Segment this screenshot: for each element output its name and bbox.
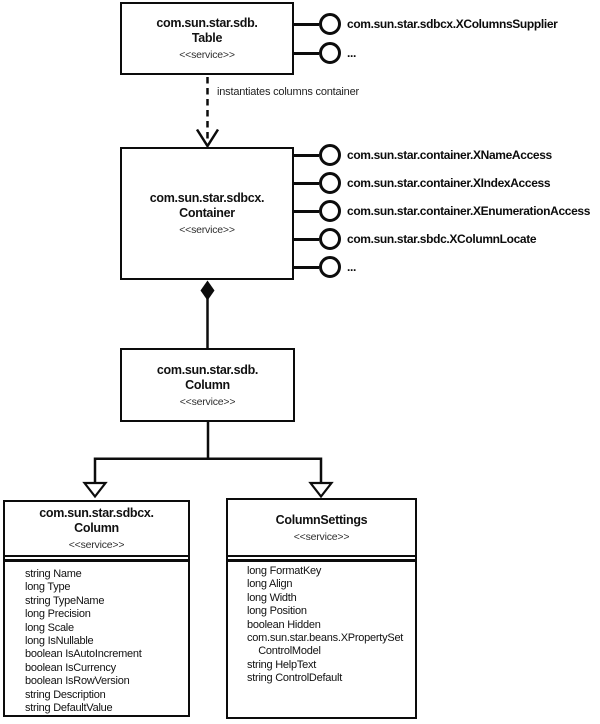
interface-lollipop-icon — [319, 228, 341, 250]
interface-label: ... — [347, 260, 356, 274]
attribute-line: string ControlDefault — [247, 672, 343, 685]
sdbcx-column-attributes: string Name long Type string TypeName lo… — [5, 559, 188, 715]
interface-lollipop-icon — [319, 172, 341, 194]
interface-stub-line — [293, 153, 319, 157]
attribute-line: ControlModel — [247, 645, 321, 658]
attribute-line: long Type — [25, 581, 71, 594]
attribute-line: boolean IsCurrency — [25, 661, 116, 674]
attribute-line: string Name — [25, 568, 82, 580]
interface-stub-line — [293, 181, 319, 185]
interface-label: com.sun.star.sdbcx.XColumnsSupplier — [347, 17, 558, 31]
table-box-title-line1: com.sun.star.sdb. — [156, 16, 258, 30]
sdbcx-column-stereotype: <<service>> — [68, 539, 125, 551]
attribute-line: long FormatKey — [247, 565, 322, 577]
interface-stub-line — [293, 22, 319, 26]
column-box-title-line2: Column — [185, 377, 230, 392]
interface-label: com.sun.star.container.XNameAccess — [347, 148, 552, 162]
attribute-line: boolean Hidden — [247, 618, 321, 631]
attribute-line: boolean IsAutoIncrement — [25, 648, 142, 661]
column-service-box: com.sun.star.sdb. Column <<service>> — [120, 348, 295, 422]
interface-lollipop-icon — [319, 256, 341, 278]
generalization-branch-lines — [93, 422, 323, 483]
column-settings-class-box: ColumnSettings <<service>> long FormatKe… — [226, 498, 417, 719]
interface-label: com.sun.star.container.XIndexAccess — [347, 176, 551, 190]
container-box-stereotype: <<service>> — [179, 224, 235, 236]
attribute-line: long Width — [247, 591, 297, 604]
attribute-line: long IsNullable — [25, 635, 94, 648]
sdbcx-column-title-line2: Column — [74, 521, 119, 535]
sdbcx-column-header: com.sun.star.sdbcx. Column <<service>> — [5, 502, 188, 557]
sdbcx-column-title-line1: com.sun.star.sdbcx. — [39, 506, 154, 520]
interface-lollipop-icon — [319, 42, 341, 64]
attribute-line: long Position — [247, 605, 307, 618]
column-settings-attributes: long FormatKey long Align long Width lon… — [228, 559, 415, 686]
interface-stub-line — [293, 265, 319, 269]
table-box-title-line2: Table — [191, 31, 223, 45]
attribute-line: string TypeName — [25, 594, 105, 607]
attribute-line: long Precision — [25, 608, 91, 621]
attribute-line: boolean IsRowVersion — [25, 675, 130, 688]
generalization-arrow-left-icon — [82, 481, 108, 499]
interface-row-container-ellipsis: ... — [293, 255, 356, 279]
interface-row-xnameaccess: com.sun.star.container.XNameAccess — [293, 143, 552, 167]
column-settings-title: ColumnSettings — [275, 512, 368, 527]
interface-stub-line — [293, 237, 319, 241]
interface-row-xindexaccess: com.sun.star.container.XIndexAccess — [293, 171, 551, 195]
column-settings-header: ColumnSettings <<service>> — [228, 500, 415, 557]
interface-lollipop-icon — [319, 13, 341, 35]
attribute-line: long Scale — [25, 621, 74, 634]
container-box-title-line1: com.sun.star.sdbcx. — [149, 191, 265, 205]
dependency-open-arrowhead-icon — [195, 128, 220, 149]
table-box-stereotype: <<service>> — [179, 49, 235, 61]
dependency-label: instantiates columns container — [217, 86, 359, 98]
interface-row-xcolumnssupplier: com.sun.star.sdbcx.XColumnsSupplier — [293, 12, 558, 36]
interface-stub-line — [293, 51, 319, 55]
interface-row-table-ellipsis: ... — [293, 41, 356, 65]
column-box-stereotype: <<service>> — [179, 395, 236, 408]
interface-label: com.sun.star.sbdc.XColumnLocate — [347, 232, 537, 246]
composition-diamond-icon — [200, 280, 215, 301]
interface-lollipop-icon — [319, 144, 341, 166]
attribute-line: string Description — [25, 688, 106, 701]
column-settings-stereotype: <<service>> — [293, 530, 350, 543]
column-box-title-line1: com.sun.star.sdb. — [156, 362, 259, 377]
container-box-title-line2: Container — [179, 206, 235, 220]
attribute-line: com.sun.star.beans.XPropertySet — [247, 632, 404, 645]
interface-row-xcolumnlocate: com.sun.star.sbdc.XColumnLocate — [293, 227, 537, 251]
container-service-box: com.sun.star.sdbcx. Container <<service>… — [120, 147, 294, 280]
interface-label: ... — [347, 46, 356, 60]
attribute-line: string DefaultValue — [25, 702, 113, 715]
sdbcx-column-class-box: com.sun.star.sdbcx. Column <<service>> s… — [3, 500, 190, 717]
interface-lollipop-icon — [319, 200, 341, 222]
attribute-line: string HelpText — [247, 658, 317, 671]
interface-label: com.sun.star.container.XEnumerationAcces… — [347, 204, 591, 218]
table-service-box: com.sun.star.sdb. Table <<service>> — [120, 2, 294, 75]
generalization-arrow-right-icon — [308, 481, 334, 499]
interface-stub-line — [293, 209, 319, 213]
interface-row-xenumerationaccess: com.sun.star.container.XEnumerationAcces… — [293, 199, 590, 223]
attribute-line: long Align — [247, 578, 293, 591]
